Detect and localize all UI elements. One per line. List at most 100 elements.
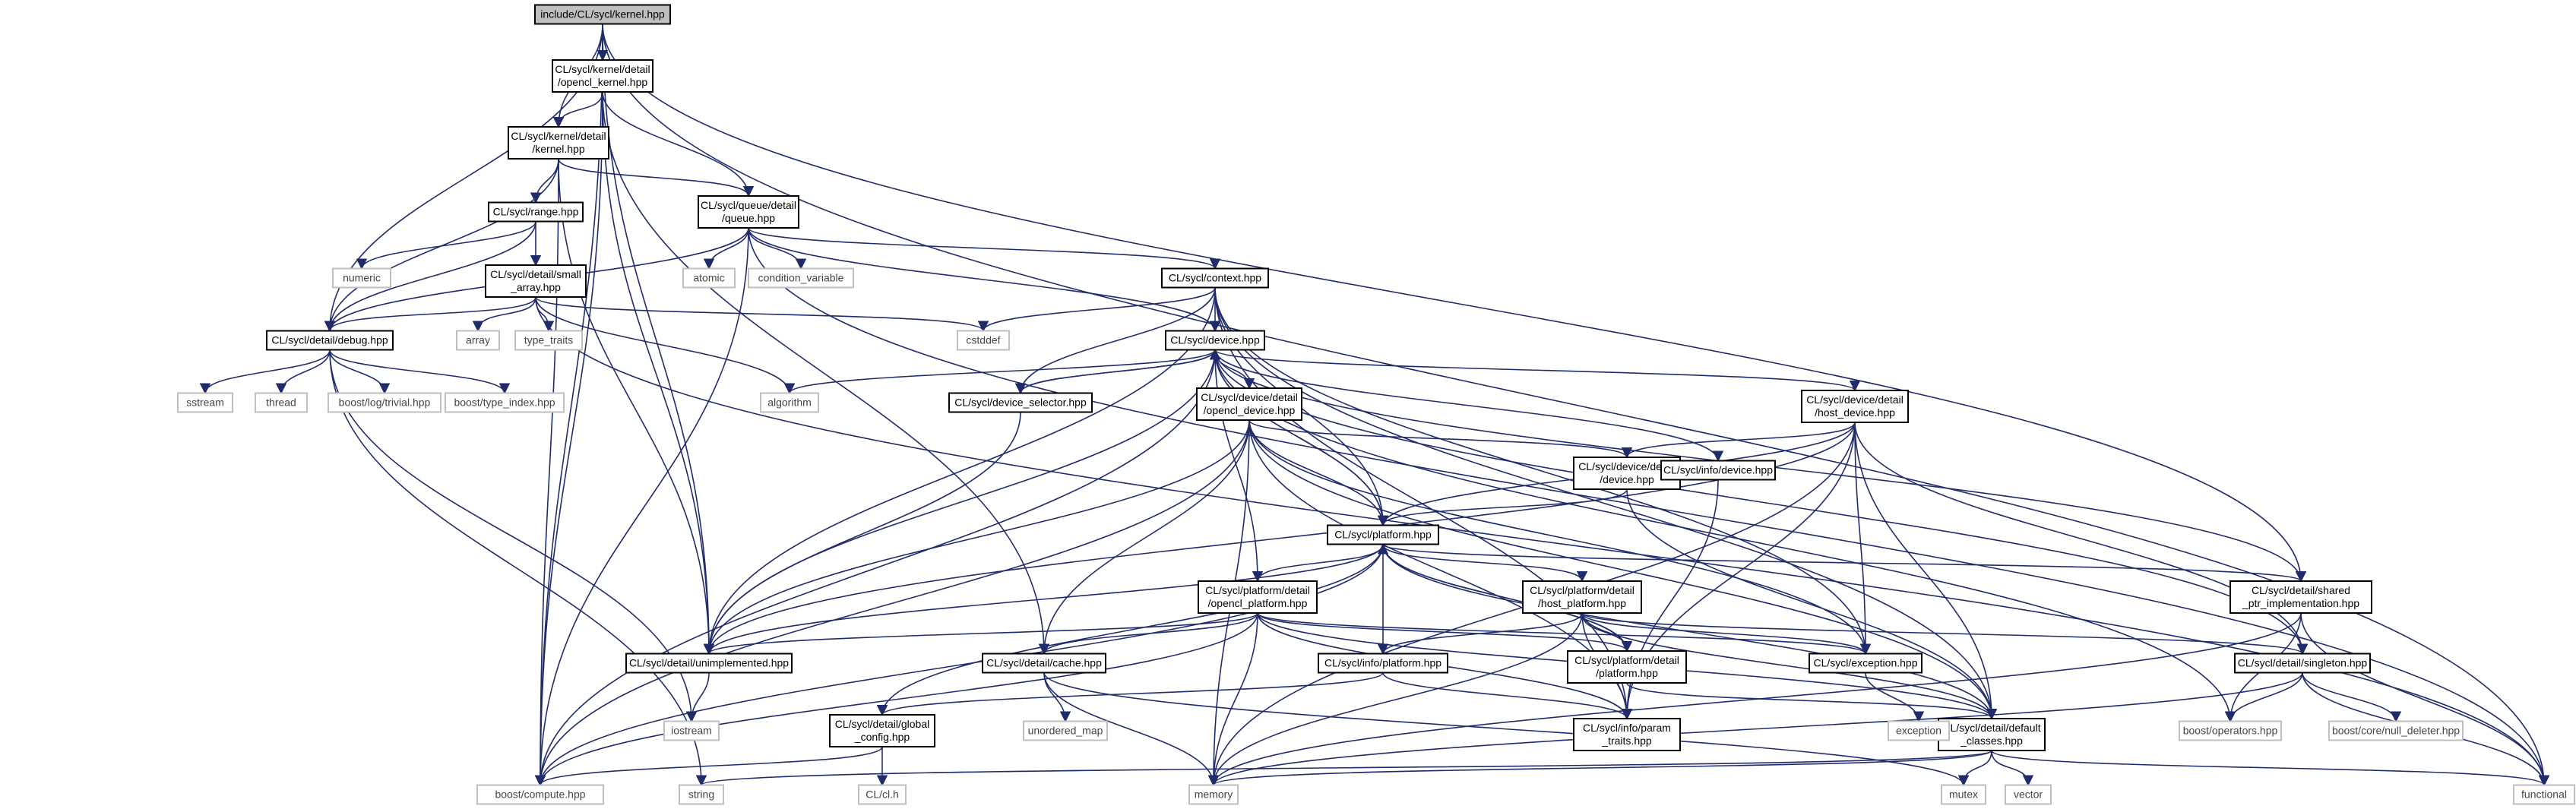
edge-small-array-to-array bbox=[472, 296, 536, 332]
node-opencl-platform[interactable]: CL/sycl/platform/detail/opencl_platform.… bbox=[1198, 580, 1318, 614]
edge-host-device-to-default-classes bbox=[1854, 422, 1998, 720]
node-type-traits: type_traits bbox=[514, 330, 583, 351]
node-label: CL/sycl/detail/shared bbox=[2252, 584, 2350, 596]
node-platform[interactable]: CL/sycl/platform.hpp bbox=[1327, 524, 1439, 545]
node-box bbox=[948, 392, 1093, 413]
node-null-deleter: boost/core/null_deleter.hpp bbox=[2328, 720, 2464, 741]
node-label: CL/sycl/device/detail bbox=[1578, 460, 1676, 472]
edge-platform-to-compute bbox=[534, 544, 1384, 786]
node-kernel-detail[interactable]: CL/sycl/kernel/detail/kernel.hpp bbox=[508, 126, 609, 160]
node-param-traits[interactable]: CL/sycl/info/param_traits.hpp bbox=[1573, 718, 1681, 751]
node-label: CL/sycl/detail/singleton.hpp bbox=[2238, 657, 2368, 669]
node-string: string bbox=[679, 784, 724, 805]
node-debug[interactable]: CL/sycl/detail/debug.hpp bbox=[266, 330, 394, 351]
node-label: _classes.hpp bbox=[1960, 735, 2023, 747]
node-label: string bbox=[688, 788, 714, 801]
node-box bbox=[534, 4, 671, 25]
node-opencl-device[interactable]: CL/sycl/device/detail/opencl_device.hpp bbox=[1196, 387, 1302, 421]
node-device[interactable]: CL/sycl/device.hpp bbox=[1165, 330, 1265, 351]
node-queue[interactable]: CL/sycl/queue/detail/queue.hpp bbox=[698, 195, 799, 229]
node-host-platform[interactable]: CL/sycl/platform/detail/host_platform.hp… bbox=[1522, 580, 1642, 614]
edge-global-config-to-compute bbox=[534, 746, 883, 786]
node-unimplemented[interactable]: CL/sycl/detail/unimplemented.hpp bbox=[625, 653, 793, 674]
edge-device-to-singleton bbox=[1214, 349, 2309, 655]
edge-device-to-compute bbox=[534, 349, 1216, 786]
edge-opencl-device-to-default-classes bbox=[1248, 419, 1998, 720]
node-global-config[interactable]: CL/sycl/detail/global_config.hpp bbox=[829, 714, 935, 747]
node-label: CL/sycl/queue/detail bbox=[701, 199, 796, 211]
node-algorithm: algorithm bbox=[760, 392, 819, 413]
node-box bbox=[476, 784, 604, 805]
node-shared-ptr[interactable]: CL/sycl/detail/shared_ptr_implementation… bbox=[2229, 580, 2372, 614]
edge-queue-to-compute bbox=[534, 227, 749, 786]
node-box bbox=[1165, 330, 1265, 351]
node-label: CL/sycl/detail/small bbox=[490, 268, 581, 280]
node-label: CL/sycl/platform/detail bbox=[1205, 584, 1310, 596]
edge-singleton-to-memory bbox=[1208, 672, 2303, 786]
edge-default-classes-to-string bbox=[696, 750, 1992, 786]
edge-opencl-kernel-to-kernel-detail bbox=[552, 91, 603, 128]
node-singleton[interactable]: CL/sycl/detail/singleton.hpp bbox=[2234, 653, 2371, 674]
node-label: CL/sycl/device_selector.hpp bbox=[954, 397, 1087, 409]
node-range[interactable]: CL/sycl/range.hpp bbox=[488, 201, 584, 223]
edge-opencl-platform-to-compute bbox=[534, 612, 1258, 786]
edge-device-detail-to-default-classes bbox=[1626, 488, 1998, 720]
node-small-array[interactable]: CL/sycl/detail/small_array.hpp bbox=[485, 264, 587, 298]
node-box bbox=[1196, 387, 1302, 421]
node-label: CL/sycl/detail/debug.hpp bbox=[271, 334, 388, 346]
edge-platform-to-unimplemented bbox=[703, 544, 1384, 655]
node-array: array bbox=[456, 330, 500, 351]
node-context[interactable]: CL/sycl/context.hpp bbox=[1161, 267, 1269, 289]
node-label: include/CL/sycl/kernel.hpp bbox=[540, 8, 665, 21]
node-device-selector[interactable]: CL/sycl/device_selector.hpp bbox=[948, 392, 1093, 413]
node-label: CL/sycl/info/platform.hpp bbox=[1324, 657, 1441, 669]
node-sstream: sstream bbox=[177, 392, 233, 413]
edge-opencl-device-to-exception bbox=[1248, 419, 1872, 655]
node-label: CL/sycl/kernel/detail bbox=[555, 63, 650, 75]
node-info-platform[interactable]: CL/sycl/info/platform.hpp bbox=[1318, 653, 1448, 674]
edge-context-to-device-selector bbox=[1014, 287, 1216, 394]
node-cache[interactable]: CL/sycl/detail/cache.hpp bbox=[982, 653, 1106, 674]
edge-opencl-device-to-device-detail bbox=[1248, 419, 1632, 459]
node-box bbox=[679, 784, 724, 805]
edge-small-array-to-debug bbox=[324, 296, 536, 332]
node-host-device[interactable]: CL/sycl/device/detail/host_device.hpp bbox=[1801, 390, 1909, 423]
node-default-classes[interactable]: CL/sycl/detail/default_classes.hpp bbox=[1938, 718, 2046, 751]
edge-default-classes-to-functional bbox=[1991, 750, 2549, 786]
node-trivial: boost/log/trivial.hpp bbox=[328, 392, 441, 413]
edge-singleton-to-operators bbox=[2224, 672, 2303, 722]
node-label: condition_variable bbox=[758, 272, 844, 284]
node-box bbox=[1188, 784, 1239, 805]
node-box bbox=[698, 195, 799, 229]
node-box bbox=[1567, 650, 1687, 684]
edge-device-to-info-device bbox=[1214, 349, 1724, 462]
node-box bbox=[445, 392, 565, 413]
edge-kernel-detail-to-debug bbox=[324, 158, 559, 332]
node-label: /host_platform.hpp bbox=[1538, 597, 1626, 609]
node-iostream: iostream bbox=[663, 720, 720, 741]
edge-opencl-platform-to-memory bbox=[1207, 612, 1258, 786]
node-opencl-kernel[interactable]: CL/sycl/kernel/detail/opencl_kernel.hpp bbox=[552, 59, 653, 93]
edge-queue-to-functional bbox=[748, 227, 2550, 786]
edge-opencl-platform-to-exception bbox=[1257, 612, 1871, 655]
node-box bbox=[748, 267, 854, 289]
node-info-device[interactable]: CL/sycl/info/device.hpp bbox=[1660, 460, 1776, 481]
node-label: numeric bbox=[343, 272, 381, 284]
edge-opencl-device-to-unimplemented bbox=[703, 419, 1250, 655]
node-box bbox=[1522, 580, 1642, 614]
node-box bbox=[1888, 720, 1950, 741]
node-label: unordered_map bbox=[1028, 725, 1103, 737]
edge-context-to-exception bbox=[1214, 287, 1872, 655]
node-label: /opencl_kernel.hpp bbox=[558, 76, 648, 88]
node-label: vector bbox=[2014, 788, 2043, 801]
node-kernel[interactable]: include/CL/sycl/kernel.hpp bbox=[534, 4, 671, 25]
node-vector: vector bbox=[2005, 784, 2052, 805]
node-unordered-map: unordered_map bbox=[1023, 720, 1108, 741]
node-exception[interactable]: CL/sycl/exception.hpp bbox=[1809, 653, 1923, 674]
node-box bbox=[266, 330, 394, 351]
node-platform-detail[interactable]: CL/sycl/platform/detail/platform.hpp bbox=[1567, 650, 1687, 684]
node-label: mutex bbox=[1949, 788, 1978, 801]
edge-host-platform-to-default-classes bbox=[1581, 612, 1998, 720]
edge-range-to-debug bbox=[324, 221, 536, 332]
node-label: thread bbox=[266, 397, 296, 409]
